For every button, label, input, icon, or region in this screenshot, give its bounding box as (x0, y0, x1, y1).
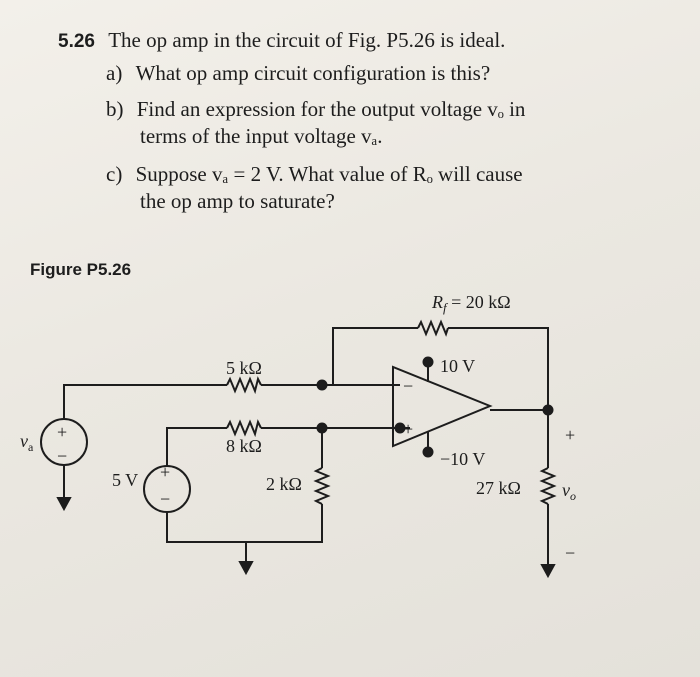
part-b-letter: b) (106, 97, 124, 121)
rload-label: 27 kΩ (476, 478, 521, 498)
vo-plus: + (565, 425, 575, 445)
vo-minus: − (565, 543, 575, 563)
r3-resistor (313, 467, 331, 505)
part-c-letter: c) (106, 162, 123, 186)
dc-source-label: 5 V (112, 470, 138, 490)
vpos-terminal (422, 356, 434, 368)
output-ground-arrow (540, 564, 556, 579)
part-b: b) Find an expression for the output vol… (106, 96, 525, 122)
rf-resistor (417, 319, 449, 337)
figure-label: Figure P5.26 (30, 260, 132, 279)
vneg-terminal (422, 446, 434, 458)
dc-minus: − (160, 489, 170, 509)
vo-label: vo (562, 480, 576, 503)
opamp-noninv-sign: + (403, 419, 413, 439)
r1-resistor (226, 376, 262, 395)
part-a-text: What op amp circuit configuration is thi… (135, 61, 491, 85)
top-wire (63, 384, 393, 418)
vpos-label: 10 V (440, 356, 475, 376)
r1-label: 5 kΩ (226, 358, 262, 378)
va-plus: + (57, 422, 67, 442)
part-c-text-1: Suppose vₐ = 2 V. What value of Rₒ will … (135, 162, 523, 186)
problem-statement-line: 5.26 The op amp in the circuit of Fig. P… (58, 27, 505, 55)
r3-label: 2 kΩ (266, 474, 302, 494)
part-c: c) Suppose vₐ = 2 V. What value of Rₒ wi… (106, 161, 523, 187)
problem-number: 5.26 (58, 31, 95, 52)
dc-source (143, 465, 191, 513)
part-a-letter: a) (106, 61, 123, 85)
part-c-text-2: the op amp to saturate? (140, 189, 335, 213)
dc-plus: + (160, 462, 170, 482)
vneg-label: −10 V (440, 449, 485, 469)
op-amp-triangle (392, 365, 493, 448)
noninv-wire (166, 427, 400, 466)
rload-resistor (539, 467, 557, 505)
problem-statement: The op amp in the circuit of Fig. P5.26 … (108, 28, 506, 52)
part-a: a) What op amp circuit configuration is … (106, 60, 490, 86)
rf-label: Rf = 20 kΩ (431, 292, 511, 315)
va-source (40, 418, 88, 512)
r2-label: 8 kΩ (226, 436, 262, 456)
opamp-inv-sign: − (403, 376, 413, 396)
va-minus: − (57, 446, 67, 466)
bottom-wire (166, 504, 323, 543)
part-b-text-1: Find an expression for the output voltag… (136, 97, 526, 121)
part-b-text-2: terms of the input voltage vₐ. (140, 124, 383, 148)
feedback-wire (332, 327, 549, 410)
ground-arrow (238, 561, 254, 576)
r2-resistor (226, 419, 262, 438)
va-label: va (20, 431, 34, 454)
node-inverting (316, 379, 328, 391)
